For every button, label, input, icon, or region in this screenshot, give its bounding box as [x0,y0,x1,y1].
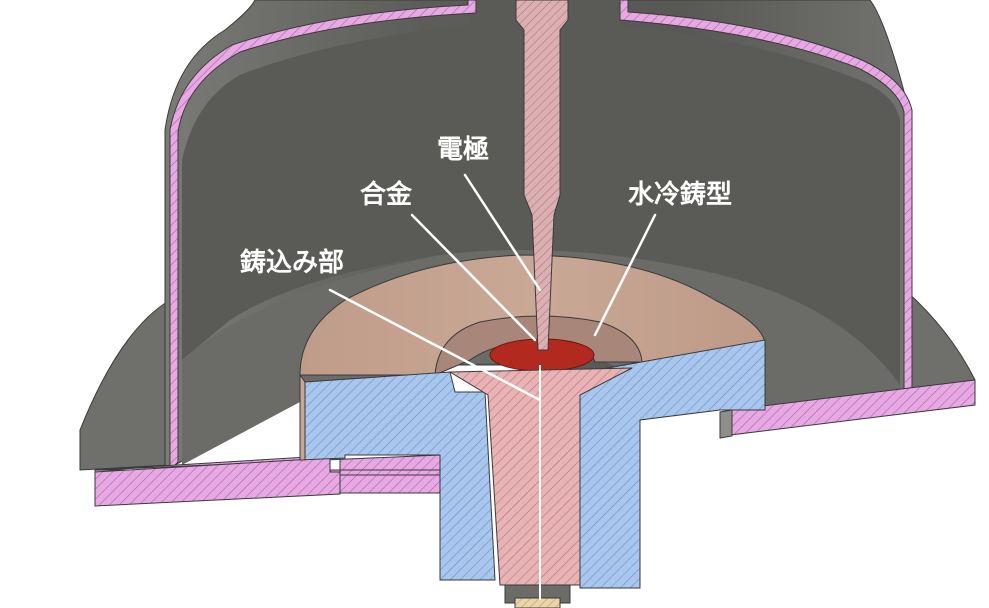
chamber-wall-section-left [169,0,477,472]
leader-electrode [463,173,542,292]
label-water-cooled-mold: 水冷鋳型 [628,179,732,210]
mold-section-left [299,371,496,581]
electrode [515,0,569,351]
label-alloy: 合金 [360,179,413,210]
label-casting-section: 鋳込み部 [240,248,344,278]
base-plate-right-step [719,409,733,439]
mold-side-left [299,373,306,461]
casting-nozzle-base [514,597,561,608]
label-electrode: 電極 [437,135,489,165]
leader-casting-section [328,288,542,402]
leader-water-cooled-mold [593,213,657,337]
leader-alloy [410,213,537,342]
